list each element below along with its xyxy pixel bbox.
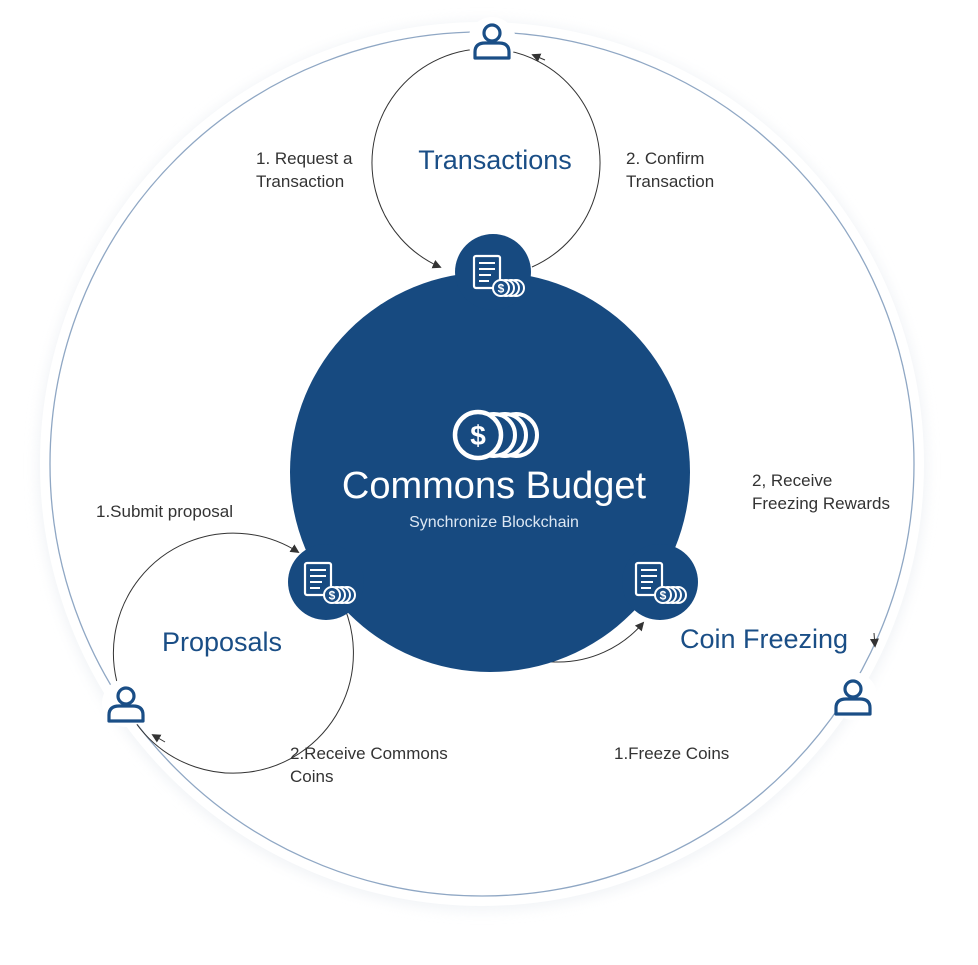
user-icon (468, 17, 516, 65)
proposals-step2: 2.Receive Commons Coins (290, 744, 453, 786)
coin-freezing-arrow-right (869, 632, 879, 648)
coin-freezing-label: Coin Freezing (680, 624, 848, 654)
coin-freezing-node (622, 544, 698, 620)
proposals-arrow-bottom (151, 734, 166, 743)
coin-freezing-step2-line2: Freezing Rewards (752, 494, 890, 513)
commons-budget-circle (290, 272, 690, 672)
proposals-step1: 1.Submit proposal (96, 502, 233, 521)
coin-freezing-step2: 2, Receive Freezing Rewards (752, 471, 890, 513)
user-icon (829, 672, 877, 720)
svg-text:$: $ (470, 420, 486, 451)
transactions-step2-line2: Transaction (626, 172, 714, 191)
coin-stack-icon: $ (452, 409, 539, 461)
proposals-step2-line2: Coins (290, 767, 333, 786)
transactions-step1-line1: 1. Request a (256, 149, 353, 168)
transactions-node (455, 234, 531, 310)
transactions-step2-line1: 2. Confirm (626, 149, 704, 168)
transactions-label: Transactions (418, 145, 572, 175)
transactions-step1: 1. Request a Transaction (256, 149, 357, 191)
center-title: Commons Budget (342, 465, 647, 507)
user-icon (102, 679, 150, 727)
proposals-loop-arc (112, 532, 354, 774)
coin-freezing-step2-line1: 2, Receive (752, 471, 832, 490)
proposals-label: Proposals (162, 627, 282, 657)
proposals-loop (112, 532, 354, 774)
center-subtitle: Synchronize Blockchain (409, 514, 579, 531)
transactions-step2: 2. Confirm Transaction (626, 149, 714, 191)
coin-freezing-step1: 1.Freeze Coins (614, 744, 729, 763)
coin-freezing-step1-line1: 1.Freeze Coins (614, 744, 729, 763)
proposals-step2-line1: 2.Receive Commons (290, 744, 448, 763)
transactions-arrow-top (531, 53, 546, 62)
proposals-node (288, 544, 364, 620)
transactions-step1-line2: Transaction (256, 172, 344, 191)
proposals-step1-line1: 1.Submit proposal (96, 502, 233, 521)
